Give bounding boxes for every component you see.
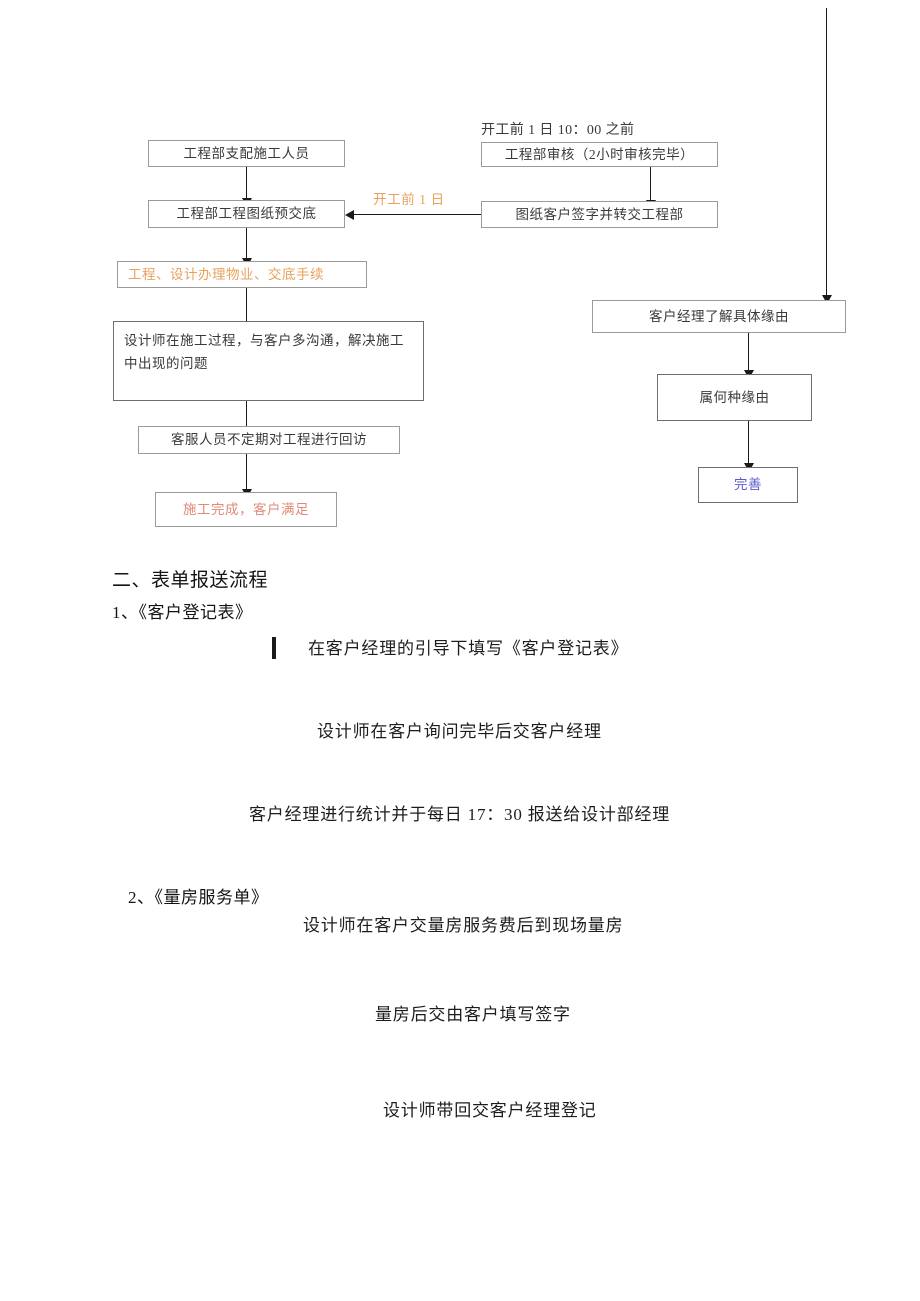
flow-box-engineering-review-label: 工程部审核（2小时审核完毕）: [504, 146, 695, 162]
item1-step-3: 客户经理进行统计并于每日 17：30 报送给设计部经理: [249, 805, 671, 824]
flow-arrow-briefing-to-property: [242, 228, 253, 267]
flow-arrow-property-to-designer: [242, 288, 253, 331]
flow-box-property-handover: 工程、设计办理物业、交底手续: [117, 261, 367, 288]
flow-box-improve-label: 完善: [734, 477, 762, 493]
flow-box-service-followup-label: 客服人员不定期对工程进行回访: [171, 432, 367, 448]
flow-arrow-designer-to-followup: [242, 401, 253, 436]
flow-box-drawing-briefing: 工程部工程图纸预交底: [148, 200, 345, 228]
paragraph-tick-mark: [272, 637, 276, 659]
flow-label-before-start-one-day: 开工前 1 日: [373, 192, 445, 207]
flow-box-which-reason-label: 属何种缘由: [699, 389, 770, 405]
flow-arrow-reason-to-which: [744, 333, 755, 379]
flow-box-customer-sign-drawing: 图纸客户签字并转交工程部: [481, 201, 718, 228]
flow-box-manager-understand-reason: 客户经理了解具体缘由: [592, 300, 846, 333]
flow-box-property-handover-label: 工程、设计办理物业、交底手续: [128, 266, 324, 282]
flow-box-assign-workers: 工程部支配施工人员: [148, 140, 345, 167]
flow-box-construction-complete-label: 施工完成，客户满足: [183, 501, 309, 517]
list-item-2-number: 2、《量房服务单》: [128, 888, 269, 907]
item2-step-1: 设计师在客户交量房服务费后到现场量房: [303, 916, 624, 935]
flow-box-service-followup: 客服人员不定期对工程进行回访: [138, 426, 400, 454]
flow-arrow-incoming-top-right: [822, 8, 833, 304]
flow-box-assign-workers-label: 工程部支配施工人员: [183, 145, 310, 161]
item2-step-3: 设计师带回交客户经理登记: [383, 1101, 597, 1120]
item2-step-2: 量房后交由客户填写签字: [375, 1005, 571, 1024]
item1-step-1: 在客户经理的引导下填写《客户登记表》: [308, 639, 629, 658]
flow-arrow-which-to-improve: [744, 421, 755, 472]
list-item-1-number: 1、《客户登记表》: [112, 603, 253, 622]
item1-step-2: 设计师在客户询问完毕后交客户经理: [317, 722, 602, 741]
flow-box-which-reason: 属何种缘由: [657, 374, 812, 421]
flow-box-customer-sign-drawing-label: 图纸客户签字并转交工程部: [515, 206, 684, 222]
section-heading: 二、表单报送流程: [112, 570, 269, 591]
flow-box-designer-communicate-label: 设计师在施工过程，与客户多沟通，解决施工中出现的问题: [124, 333, 404, 371]
flow-box-improve: 完善: [698, 467, 798, 503]
flow-box-drawing-briefing-label: 工程部工程图纸预交底: [176, 206, 317, 222]
flow-box-manager-understand-reason-label: 客户经理了解具体缘由: [649, 308, 789, 324]
flow-arrow-followup-to-complete: [242, 454, 253, 498]
flow-arrow-review-to-sign: [646, 167, 657, 209]
flow-box-designer-communicate: 设计师在施工过程，与客户多沟通，解决施工中出现的问题: [113, 321, 424, 401]
flow-box-construction-complete: 施工完成，客户满足: [155, 492, 337, 527]
caption-before-start-time: 开工前 1 日 10：00 之前: [481, 123, 635, 138]
flow-arrow-sign-to-briefing: [345, 209, 481, 220]
flow-arrow-assign-to-briefing: [242, 167, 253, 207]
flow-box-engineering-review: 工程部审核（2小时审核完毕）: [481, 142, 718, 167]
